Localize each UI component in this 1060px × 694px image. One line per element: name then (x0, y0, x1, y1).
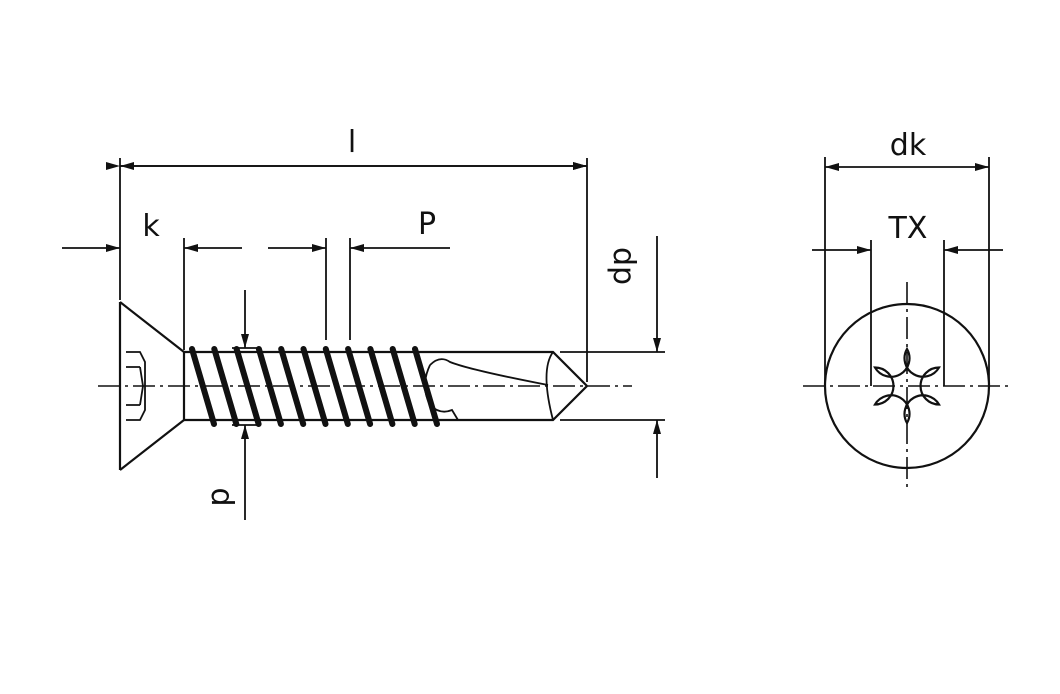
drill-point-label: dp (606, 247, 641, 285)
thread-crest (389, 346, 418, 427)
head-height-label: k (142, 209, 160, 244)
thread-diameter-label: d (204, 487, 239, 506)
length-label: l (348, 125, 356, 160)
torx-recess-icon (873, 346, 941, 426)
side-view: l k P dp d (62, 125, 665, 520)
thread-crest (300, 346, 329, 427)
torx-recess-section (126, 351, 146, 421)
thread-crest (322, 346, 351, 427)
thread-crest (367, 346, 396, 427)
drill-point-edge (545, 351, 554, 421)
thread-crest (233, 346, 262, 427)
threads (189, 346, 440, 427)
thread-crest (345, 346, 374, 427)
head-view: dk TX (803, 128, 1010, 490)
thread-crest (412, 346, 440, 427)
drill-flute (424, 358, 549, 421)
thread-crest (189, 346, 217, 427)
head-diameter-label: dk (890, 128, 927, 163)
thread-crest (255, 346, 284, 427)
pitch-label: P (418, 207, 436, 242)
thread-crest (211, 346, 240, 427)
countersunk-head (118, 301, 186, 471)
thread-crest (278, 346, 307, 427)
drive-label: TX (888, 211, 928, 246)
